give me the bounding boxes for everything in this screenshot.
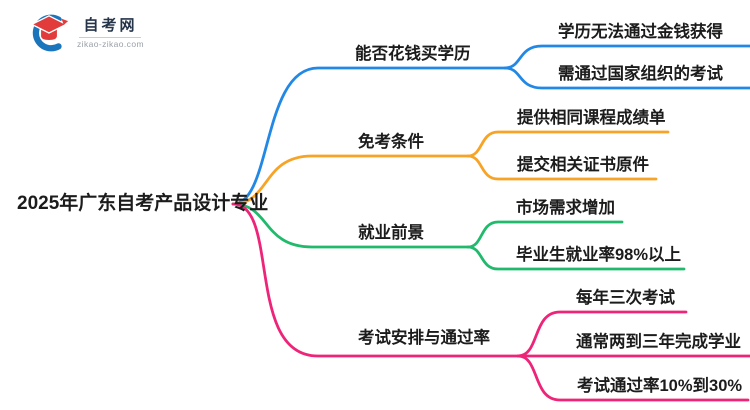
branch-2-child-2: 提交相关证书原件 — [517, 156, 649, 174]
branch-4-child-2: 通常两到三年完成学业 — [576, 333, 741, 351]
branch-3-child-1: 市场需求增加 — [516, 199, 615, 217]
branch-4-child-3: 考试通过率10%到30% — [577, 377, 743, 395]
branch-2-label: 免考条件 — [358, 133, 424, 151]
zikao-logo-icon — [30, 14, 69, 52]
branch-2-parent-connector — [231, 154, 470, 206]
branch-1-child-1: 学历无法通过金钱获得 — [558, 23, 723, 41]
branch-1-child-2: 需通过国家组织的考试 — [558, 65, 723, 83]
branch-1-label: 能否花钱买学历 — [355, 45, 471, 63]
site-logo-text: 自考网 zikao-zikao.com — [77, 17, 144, 49]
branch-2-child-1-connector — [466, 130, 670, 158]
branch-4-child-3-connector — [516, 354, 750, 402]
branch-3-parent-connector — [231, 202, 470, 249]
root-topic: 2025年广东自考产品设计专业 — [17, 193, 269, 214]
branch-3-child-2-connector — [466, 245, 686, 271]
branch-2-child-2-connector — [466, 154, 658, 181]
branch-4-label: 考试安排与通过率 — [358, 329, 490, 347]
site-name: 自考网 — [83, 17, 138, 34]
branch-1-child-2-connector — [503, 66, 750, 90]
branch-3-label: 就业前景 — [358, 224, 424, 242]
site-logo: 自考网 zikao-zikao.com — [28, 12, 144, 54]
site-url: zikao-zikao.com — [77, 39, 144, 49]
branch-1-parent-connector — [231, 66, 507, 206]
branch-4-child-1: 每年三次考试 — [576, 289, 675, 307]
branch-4-parent-connector — [231, 202, 520, 358]
branch-3-child-2: 毕业生就业率98%以上 — [516, 246, 682, 264]
branch-3-child-1-connector — [466, 220, 624, 249]
branch-4-child-1-connector — [516, 310, 688, 358]
branch-2-child-1: 提供相同课程成绩单 — [517, 109, 666, 127]
logo-divider — [79, 37, 142, 38]
